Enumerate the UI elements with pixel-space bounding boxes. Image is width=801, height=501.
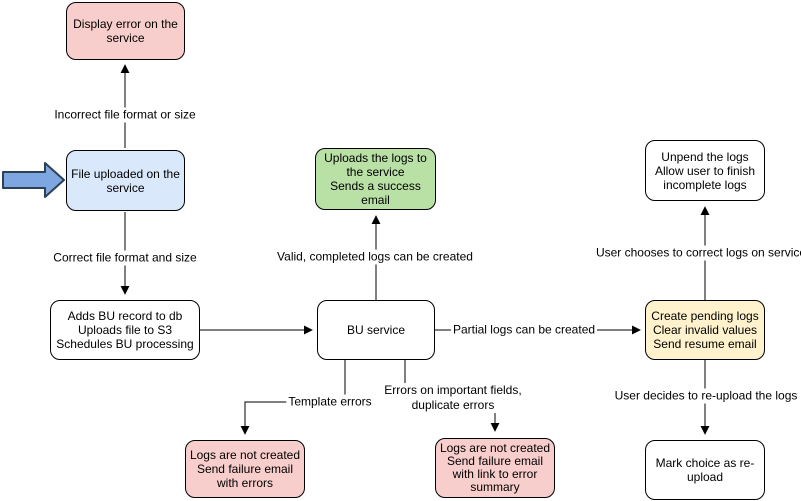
edge-label-template-errors: Template errors <box>286 394 374 410</box>
node-logs-not-created-errors: Logs are not created Send failure email … <box>185 440 305 498</box>
edge-label-field-errors: Errors on important fields, duplicate er… <box>382 383 524 413</box>
node-logs-not-created-summary: Logs are not created Send failure email … <box>435 438 555 498</box>
node-create-pending: Create pending logs Clear invalid values… <box>645 300 765 360</box>
node-bu-service: BU service <box>317 300 435 360</box>
node-file-uploaded: File uploaded on the service <box>66 150 185 211</box>
edge-label-incorrect-file: Incorrect file format or size <box>52 107 198 123</box>
node-mark-reupload: Mark choice as re- upload <box>645 440 765 500</box>
edge-label-correct-file: Correct file format and size <box>51 250 199 266</box>
edge-label-partial-logs: Partial logs can be created <box>450 322 598 338</box>
edge-label-valid-logs: Valid, completed logs can be created <box>275 249 475 265</box>
input-arrow-icon <box>2 162 65 198</box>
edge-label-user-reuploads: User decides to re-upload the logs <box>612 388 800 404</box>
node-uploads-logs: Uploads the logs to the service Sends a … <box>315 148 436 210</box>
edge-label-user-corrects: User chooses to correct logs on service <box>593 245 801 261</box>
node-unpend-logs: Unpend the logs Allow user to finish inc… <box>645 140 765 201</box>
node-display-error: Display error on the service <box>66 2 185 60</box>
node-adds-bu-record: Adds BU record to db Uploads file to S3 … <box>50 300 200 360</box>
